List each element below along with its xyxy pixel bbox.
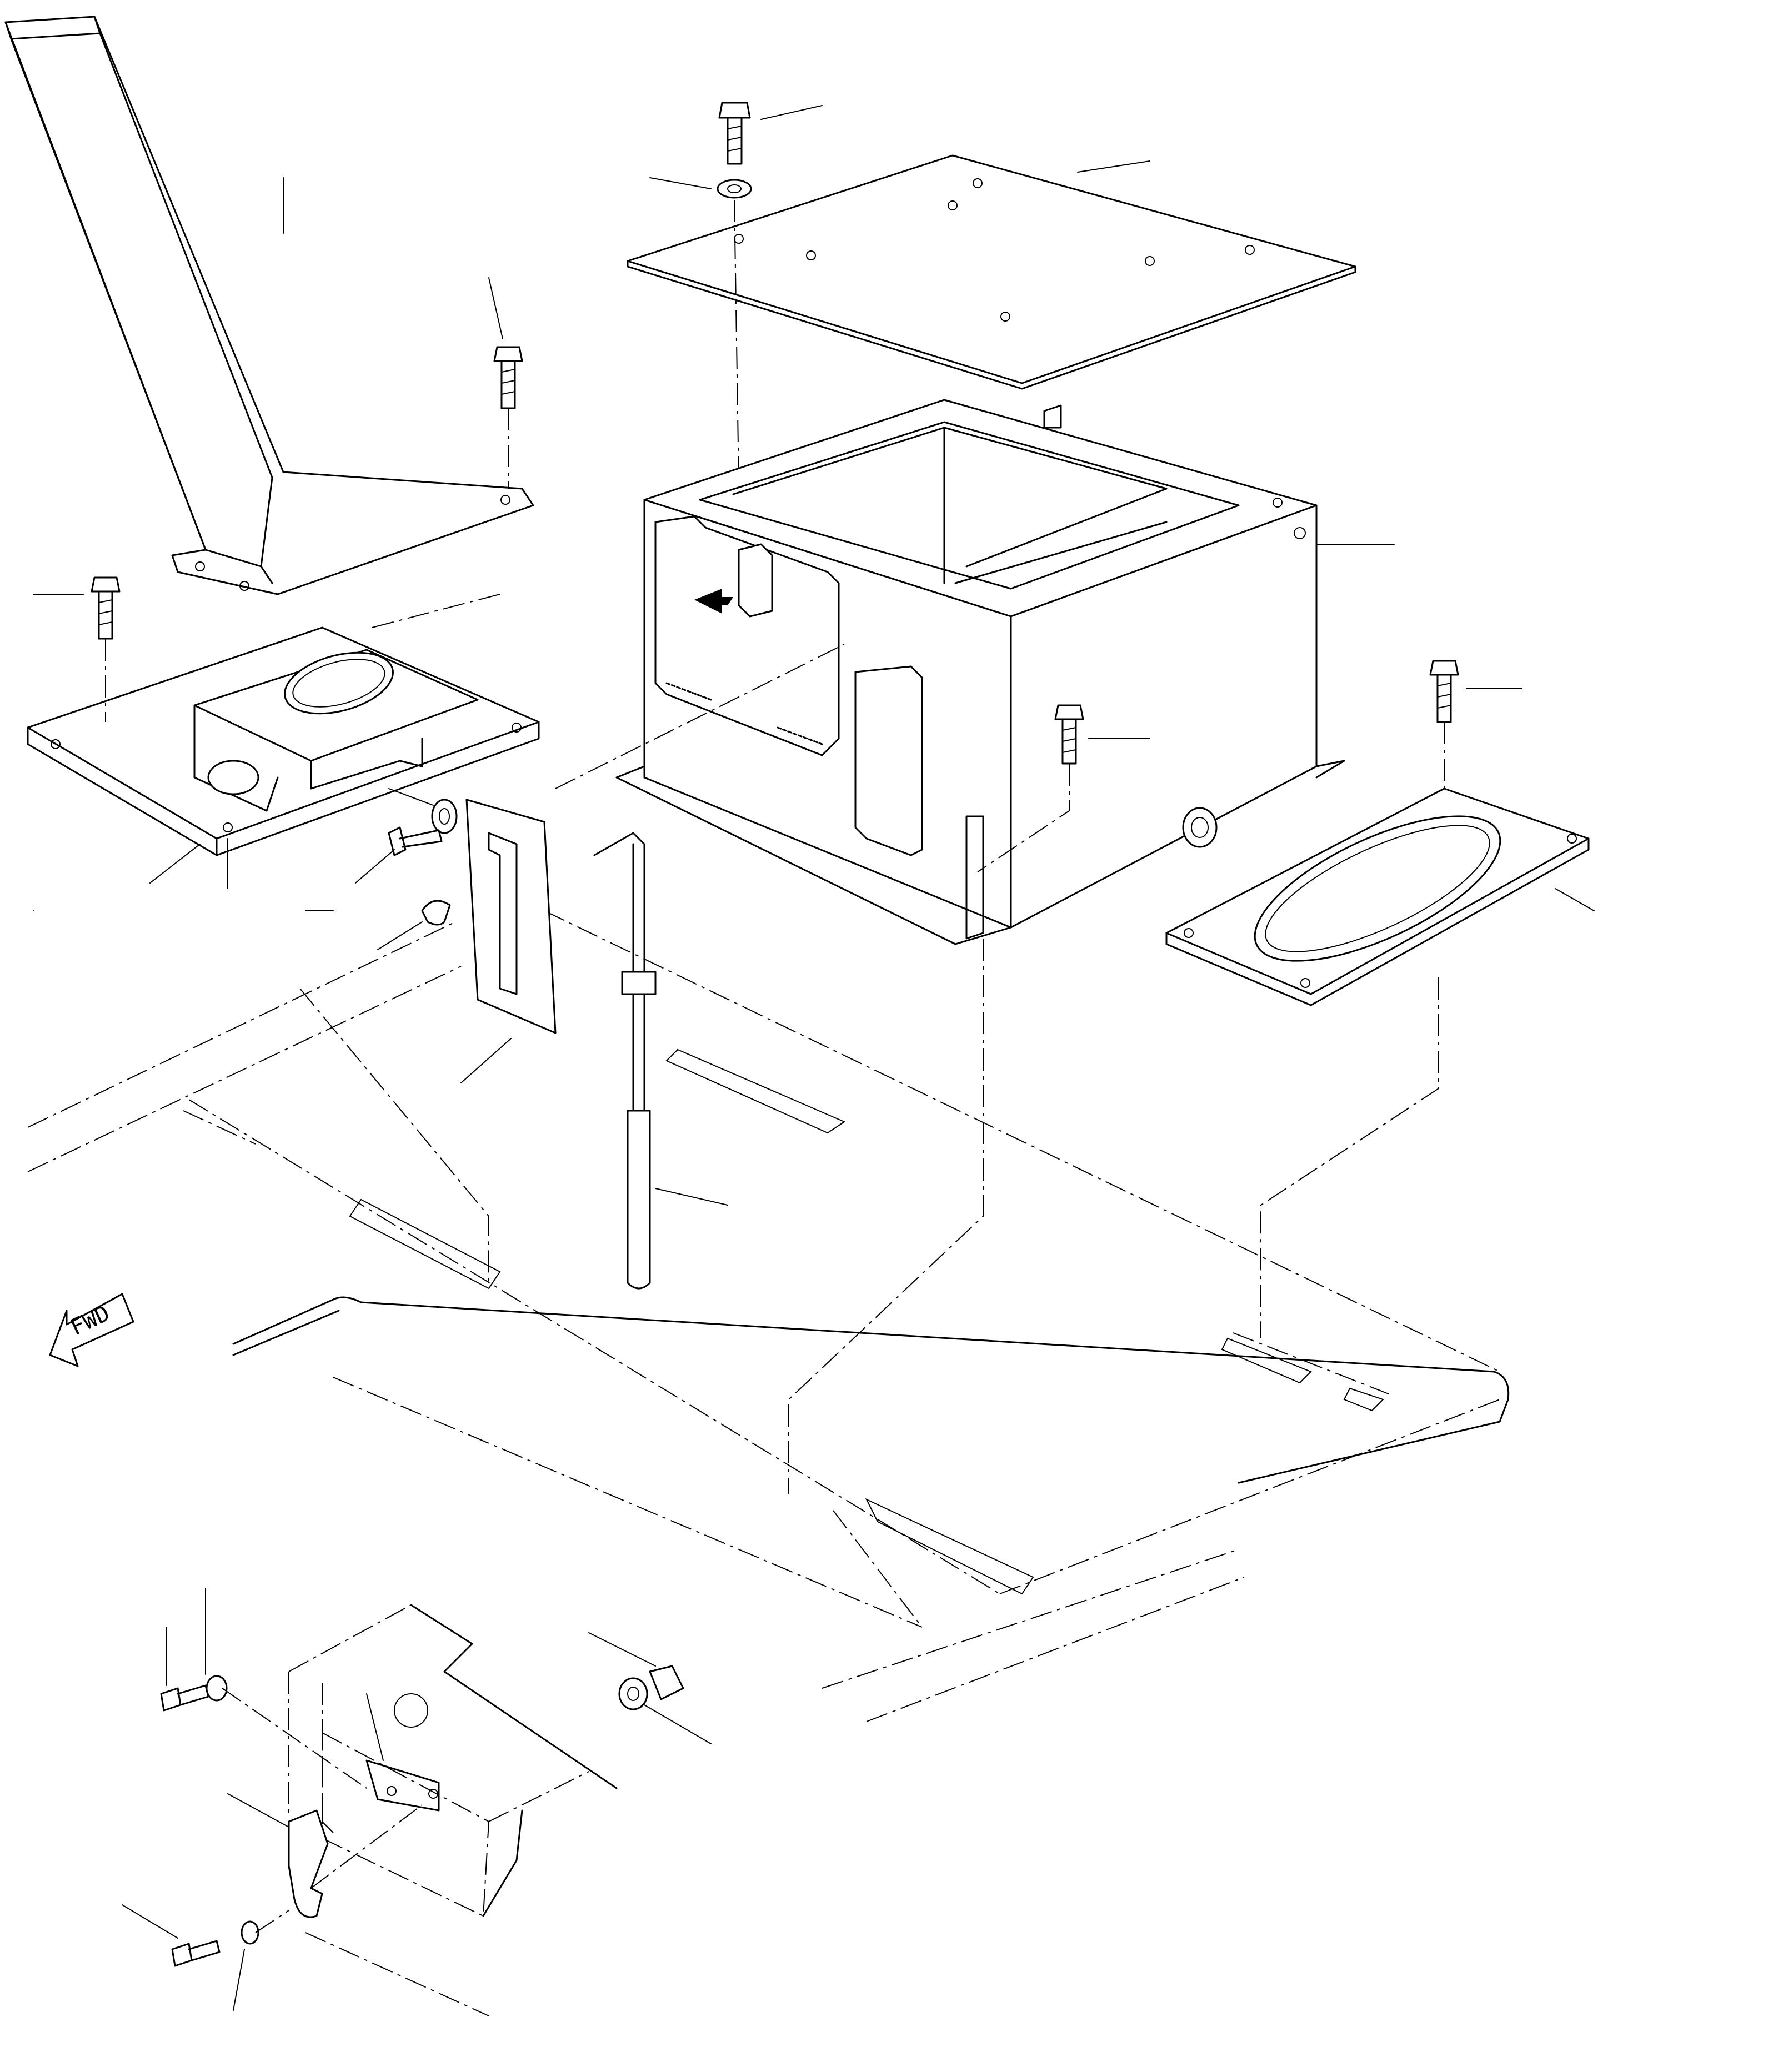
hex-bolt-inset <box>160 1588 367 1789</box>
inset-latch <box>227 1793 423 1918</box>
hex-bolt-3 <box>977 704 1150 872</box>
control-rod <box>593 832 728 1290</box>
detail-inset <box>288 1604 618 2016</box>
hex-bolt-2 <box>33 576 121 722</box>
forward-direction-arrow: FWD <box>49 1293 134 1367</box>
assembly-leader-lines <box>299 644 1439 1494</box>
screw-inset-lower <box>122 1904 289 2011</box>
guide-plate <box>460 799 557 1083</box>
inset-nut <box>588 1632 712 1744</box>
hex-bolt-4 <box>1429 660 1522 789</box>
washer-1 <box>388 788 458 834</box>
screw-1 <box>355 826 443 884</box>
hex-bolt-top <box>649 102 823 484</box>
pedestal-column <box>4 16 534 595</box>
clip-1 <box>377 900 451 950</box>
floor-plate-outline <box>27 910 1510 1722</box>
right-floor-plate <box>1165 787 1595 1006</box>
base-bracket <box>27 594 540 889</box>
main-housing-box <box>615 399 1395 945</box>
top-cover-plate <box>627 154 1356 390</box>
hex-bolt-1 <box>488 277 523 489</box>
